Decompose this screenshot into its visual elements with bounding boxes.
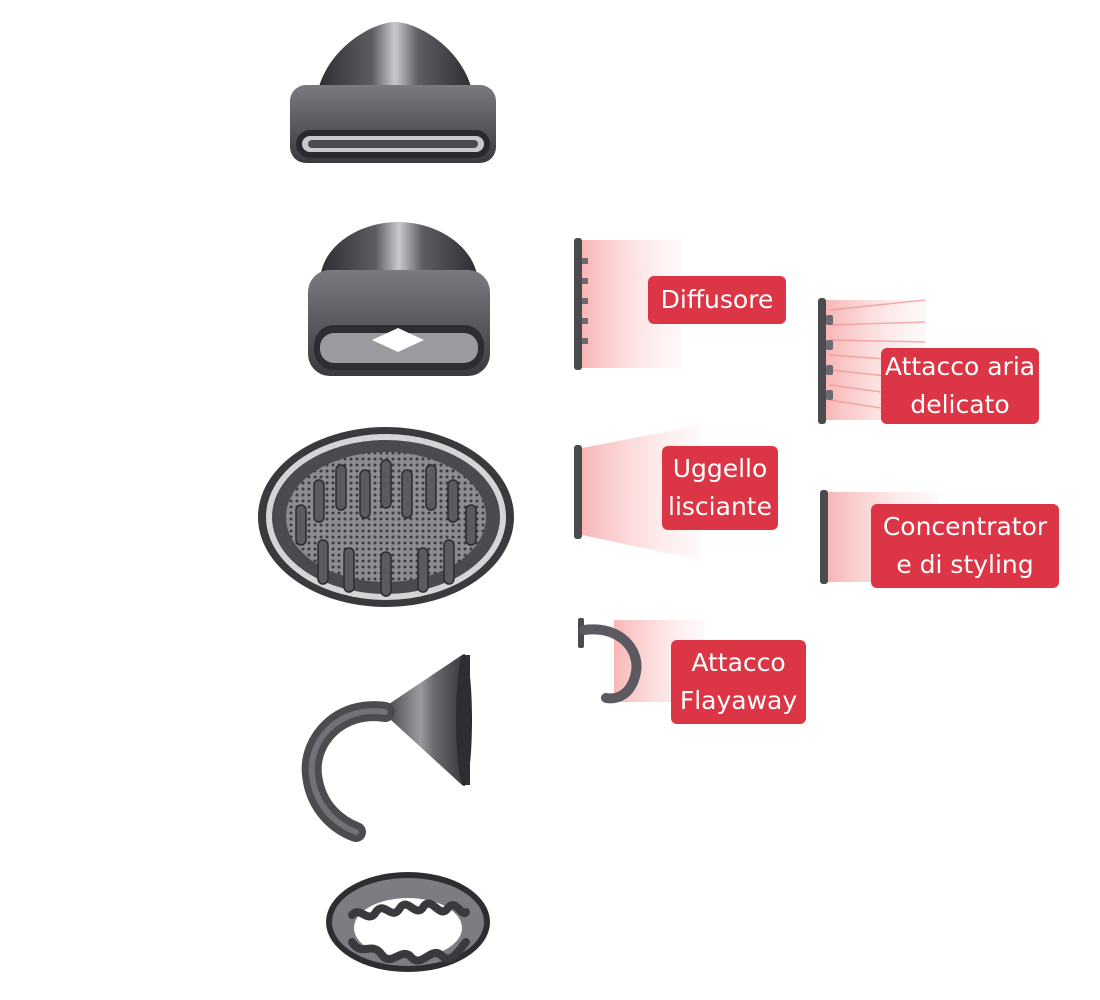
flyaway-attachment-icon — [301, 654, 472, 842]
label-text: Flayaway — [679, 686, 798, 715]
label-uggello-lisciante: Uggello lisciante — [662, 446, 778, 530]
label-text: Attacco aria — [884, 352, 1036, 381]
label-text: Uggello — [672, 454, 768, 483]
label-attacco-aria-delicato: Attacco aria delicato — [881, 348, 1039, 424]
diffuser-icon — [258, 427, 514, 607]
label-text: Attacco — [691, 648, 786, 677]
label-text: Diffusore — [660, 285, 774, 314]
label-attacco-flayaway: Attacco Flayaway — [671, 640, 806, 724]
label-text: e di styling — [896, 550, 1034, 579]
wide-nozzle-icon — [290, 22, 496, 163]
gentle-air-ring-icon — [326, 872, 490, 972]
label-text: lisciante — [668, 492, 772, 521]
label-text: Concentrator — [882, 512, 1048, 541]
smoothing-nozzle-icon — [308, 222, 490, 376]
label-text: delicato — [910, 390, 1010, 419]
label-diffusore: Diffusore — [648, 276, 786, 324]
label-concentratore-di-styling: Concentrator e di styling — [871, 504, 1059, 588]
